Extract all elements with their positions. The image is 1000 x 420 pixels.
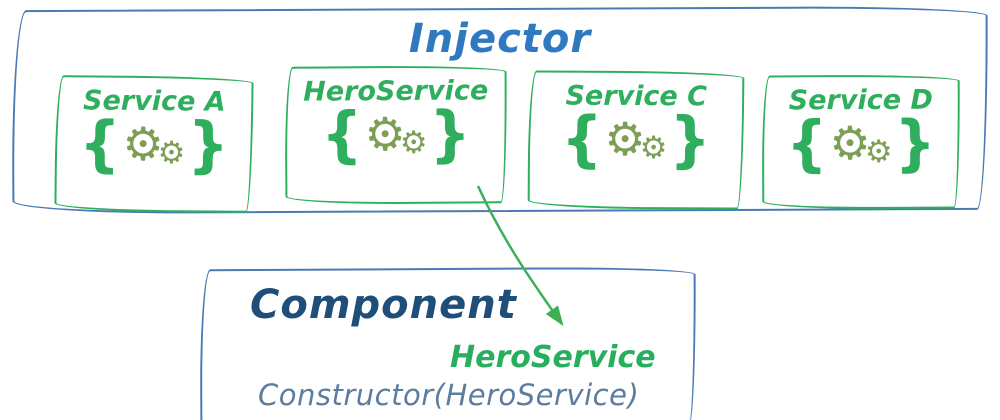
service-box-service-a: Service A { ⚙ ⚙ } xyxy=(54,75,254,213)
open-brace: { xyxy=(785,107,828,180)
gear-icon: ⚙ xyxy=(639,129,668,166)
close-brace: } xyxy=(669,103,712,176)
constructor-text: Constructor(HeroService) xyxy=(258,378,640,412)
gears-icon: { ⚙ ⚙ } xyxy=(78,107,230,181)
gears-icon: { ⚙ ⚙ } xyxy=(785,106,937,180)
close-brace: } xyxy=(187,108,230,181)
open-brace: { xyxy=(320,98,363,171)
service-box-heroservice: HeroService { ⚙ ⚙ } xyxy=(284,65,508,205)
injected-heroservice-label: HeroService xyxy=(450,340,656,375)
service-box-service-d: Service D { ⚙ ⚙ } xyxy=(761,74,961,210)
open-brace: { xyxy=(78,107,121,180)
gear-icon: ⚙ xyxy=(864,133,893,170)
close-brace: } xyxy=(429,97,472,170)
gear-icon: ⚙ xyxy=(157,134,186,171)
close-brace: } xyxy=(894,106,937,179)
service-box-service-c: Service C { ⚙ ⚙ } xyxy=(527,70,745,210)
injector-title: Injector xyxy=(408,16,592,62)
gears-icon: { ⚙ ⚙ } xyxy=(560,102,712,176)
component-title: Component xyxy=(250,282,517,328)
gears-icon: { ⚙ ⚙ } xyxy=(320,97,472,171)
gear-icon: ⚙ xyxy=(399,124,428,161)
open-brace: { xyxy=(560,102,603,175)
